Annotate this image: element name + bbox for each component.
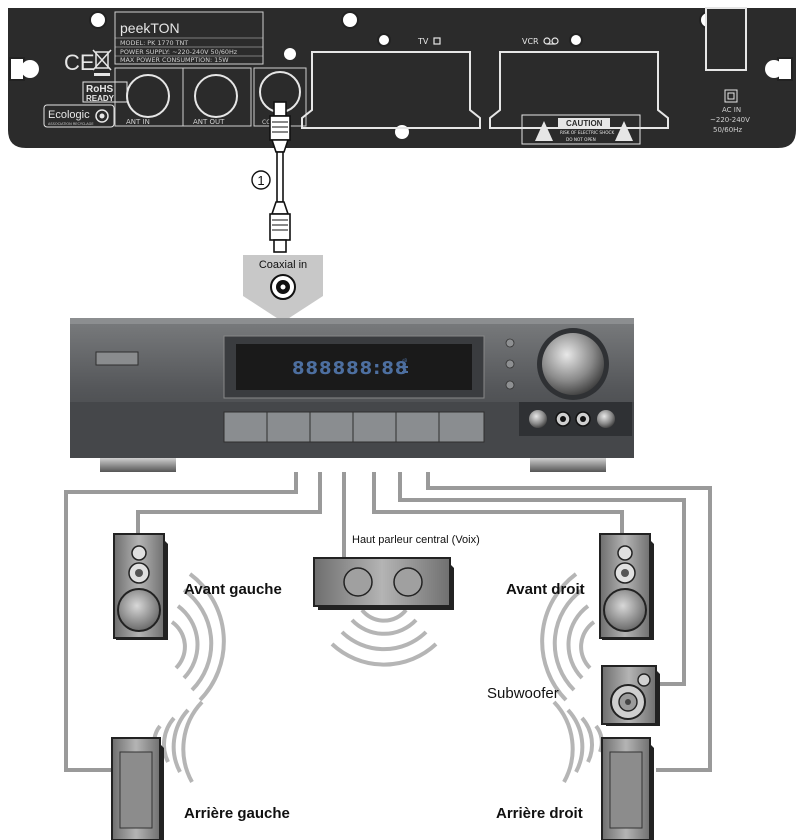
label-rear-right: Arrière droit <box>496 805 583 822</box>
weee-bin-icon <box>92 49 112 76</box>
driver-left <box>343 567 373 597</box>
front-button[interactable] <box>309 411 354 443</box>
front-button[interactable] <box>395 411 440 443</box>
selector-button-1[interactable] <box>505 338 515 348</box>
caution-title: CAUTION <box>566 119 603 128</box>
warning-icon <box>615 121 633 141</box>
top-screw <box>89 11 107 29</box>
ce-mark: CE <box>64 50 95 75</box>
ac-frequency: 50/60Hz <box>713 126 742 134</box>
cable-number: 1 <box>257 173 264 188</box>
caution-line1: RISK OF ELECTRIC SHOCK <box>560 130 614 135</box>
antenna-connector-block: ANT IN ANT OUT <box>114 67 252 127</box>
ac-in-label: AC IN <box>722 106 741 114</box>
front-button[interactable] <box>223 411 268 443</box>
speaker-rear-left <box>111 737 164 840</box>
svg-text:Ecologic: Ecologic <box>48 109 90 121</box>
ant-in-port[interactable] <box>126 74 170 118</box>
scart-vcr: VCR <box>489 37 669 129</box>
rating-label: peekTON MODEL: PK 1770 TNT POWER SUPPLY:… <box>114 11 264 65</box>
ecologic-logo: Ecologic ASSOCIATION RECYCLAGE <box>43 104 115 128</box>
power-button[interactable] <box>95 351 139 366</box>
display-readout: 888888:88 <box>292 358 408 379</box>
power-supply-text: POWER SUPPLY: ~220-240V 50/60Hz <box>120 48 238 56</box>
coaxial-cable: 1 <box>251 101 291 253</box>
svg-text:READY: READY <box>86 94 115 103</box>
front-jack[interactable] <box>597 410 615 428</box>
double-insulation-icon <box>724 89 738 103</box>
right-screw-hole <box>765 60 783 78</box>
woofer <box>603 588 647 632</box>
cable-number-marker <box>251 170 271 190</box>
tweeter <box>617 545 633 561</box>
receiver-foot <box>100 458 176 472</box>
speaker-wires <box>64 472 712 772</box>
power-cord-outlet <box>705 7 747 71</box>
receiver-foot <box>530 458 606 472</box>
screw-hole <box>284 48 296 60</box>
speaker-grille <box>609 751 643 829</box>
left-screw-hole <box>21 60 39 78</box>
ant-in-label: ANT IN <box>126 118 150 126</box>
svg-text:dB: dB <box>402 358 408 363</box>
label-front-left: Avant gauche <box>184 581 282 598</box>
label-front-right: Avant droit <box>506 581 585 598</box>
tv-icon <box>433 37 441 45</box>
driver-right <box>393 567 423 597</box>
coaxial-in-callout: Coaxial in <box>243 255 323 322</box>
front-jack[interactable] <box>529 410 547 428</box>
coaxial-in-label: Coaxial in <box>259 259 307 271</box>
speaker-subwoofer <box>601 665 660 726</box>
wire-front-left <box>136 472 322 536</box>
wire-rear-left <box>64 472 298 772</box>
electric-shock-icon <box>535 121 553 141</box>
svg-text:RoHS: RoHS <box>86 84 114 95</box>
scart-vcr-socket[interactable] <box>489 51 669 129</box>
vcr-label: VCR <box>522 37 539 46</box>
scart-tv: TV <box>301 37 481 129</box>
label-rear-left: Arrière gauche <box>184 805 290 822</box>
top-screw <box>341 11 359 29</box>
decoder-rear-panel: peekTON MODEL: PK 1770 TNT POWER SUPPLY:… <box>8 7 796 148</box>
cassette-icon <box>543 37 559 45</box>
tweeter <box>131 545 147 561</box>
selector-button-3[interactable] <box>505 380 515 390</box>
tv-label: TV <box>417 37 429 46</box>
scart-tv-socket[interactable] <box>301 51 481 129</box>
model-text: MODEL: PK 1770 TNT <box>120 39 188 47</box>
max-power-text: MAX POWER CONSUMPTION: 15W <box>120 56 229 64</box>
wire-front-right <box>372 472 624 536</box>
speaker-center <box>313 557 454 610</box>
front-button[interactable] <box>438 411 485 443</box>
speaker-grille <box>119 751 153 829</box>
ac-in-block: AC IN ~220-240V 50/60Hz <box>710 89 750 134</box>
ac-voltage: ~220-240V <box>710 116 750 124</box>
volume-knob[interactable] <box>542 333 604 395</box>
selector-button-2[interactable] <box>505 359 515 369</box>
label-subwoofer: Subwoofer <box>487 685 559 702</box>
ant-out-label: ANT OUT <box>193 118 225 126</box>
speaker-front-right <box>599 533 654 640</box>
brand-name: peekTON <box>120 20 180 36</box>
front-button[interactable] <box>352 411 397 443</box>
woofer <box>117 588 161 632</box>
front-button[interactable] <box>266 411 311 443</box>
wire-rear-right <box>426 472 712 772</box>
caution-line2: DO NOT OPEN <box>566 137 596 142</box>
av-receiver: 888888:88 dB <box>70 318 634 472</box>
caution-label: CAUTION RISK OF ELECTRIC SHOCK DO NOT OP… <box>521 114 641 145</box>
screw-hole <box>569 33 583 47</box>
screw-hole <box>377 33 391 47</box>
svg-text:ASSOCIATION RECYCLAGE: ASSOCIATION RECYCLAGE <box>48 122 94 126</box>
speaker-rear-right <box>601 737 654 840</box>
wire-subwoofer <box>398 472 686 686</box>
speaker-front-left <box>113 533 168 640</box>
ant-out-port[interactable] <box>194 74 238 118</box>
label-center: Haut parleur central (Voix) <box>352 534 480 546</box>
